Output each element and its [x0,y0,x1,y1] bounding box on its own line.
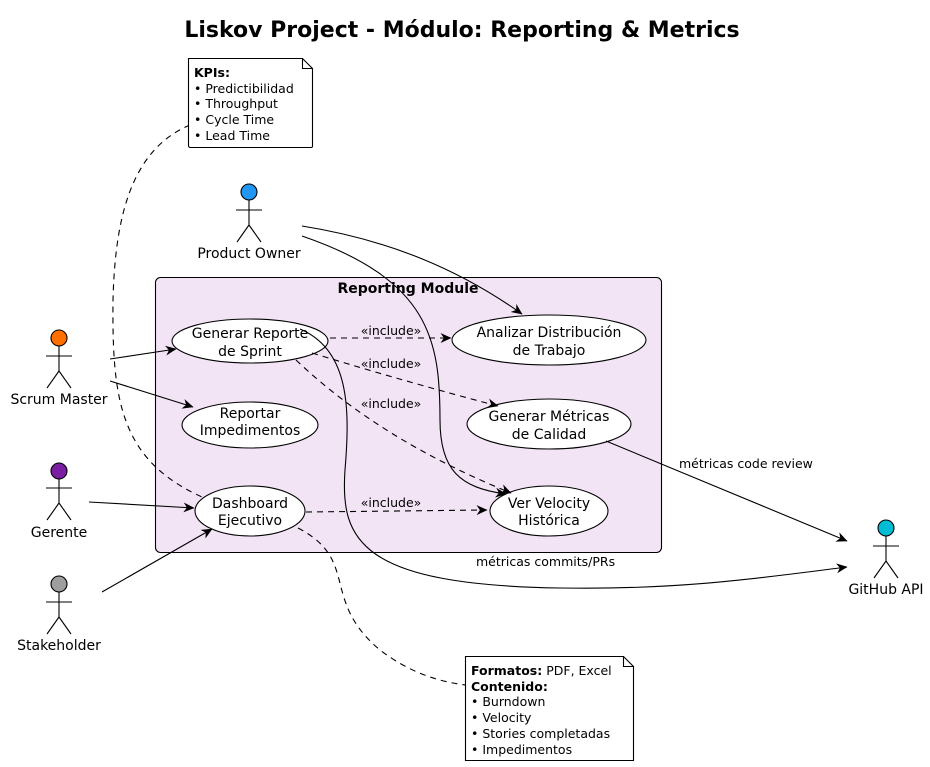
diagram-title: Liskov Project - Módulo: Reporting & Met… [184,18,739,43]
use-case-generar-metricas-de-calidad[interactable]: Generar Métricas de Calidad [466,398,632,450]
use-case-label-line1: Reportar [220,406,281,422]
actor-gerente[interactable]: Gerente [31,462,88,541]
actor-head [240,183,258,201]
sm-impedimentos-edge [109,380,194,409]
actor-label: Product Owner [197,246,301,262]
stakeholder-dashboard-edge [101,528,213,593]
content-item: • Stories completadas [471,726,610,741]
include-label: «include» [361,495,422,510]
kpis-note: KPIs: • Predictibilidad • Throughput • C… [187,57,314,149]
actor-label: Scrum Master [10,392,107,408]
commits-label: métricas commits/PRs [476,554,615,569]
actor-label: Gerente [31,525,88,541]
use-case-generar-reporte-de-sprint[interactable]: Generar Reporte de Sprint [171,318,329,364]
gerente-dashboard-edge [88,501,195,513]
include-label: «include» [361,356,422,371]
association-edges: métricas code review métricas commits/PR… [88,225,848,593]
include-metricas-edge [311,352,499,409]
code-review-label: métricas code review [679,456,813,471]
use-case-label-line2: Impedimentos [200,423,301,439]
actor-product-owner[interactable]: Product Owner [197,183,301,262]
actor-head [50,329,68,347]
use-case-label-line1: Analizar Distribución [477,325,622,341]
kpis-heading: KPIs: [194,65,230,80]
actor-github-api[interactable]: GitHub API [848,519,924,598]
kpi-item: • Throughput [194,96,278,111]
calidad-github-edge [605,440,848,542]
actor-stakeholder[interactable]: Stakeholder [17,575,101,654]
content-item: • Impedimentos [471,742,572,757]
formats-line: Formatos: PDF, Excel [471,663,612,678]
report-note-connector [297,527,467,686]
use-case-label-line2: Histórica [518,513,580,529]
note-connectors [112,124,467,686]
reporte-github-edge [299,328,848,589]
formats-label: Formatos: [471,663,542,678]
package-title: Reporting Module [337,281,478,297]
content-label: Contenido: [471,679,548,694]
actor-scrum-master[interactable]: Scrum Master [10,329,108,408]
use-case-label-line1: Generar Reporte [192,326,309,342]
use-case-ver-velocity-historica[interactable]: Ver Velocity Histórica [489,485,609,537]
content-item: • Velocity [471,710,532,725]
kpis-note-connector [112,124,203,498]
use-case-analizar-distribucion-de-trabajo[interactable]: Analizar Distribución de Trabajo [451,314,647,366]
use-case-label-line2: de Trabajo [513,343,586,359]
actor-head [877,519,895,537]
po-velocity-edge [301,235,507,498]
use-case-dashboard-ejecutivo[interactable]: Dashboard Ejecutivo [194,485,306,537]
use-case-label-line1: Generar Métricas [489,409,610,425]
kpi-item: • Cycle Time [194,112,274,127]
actor-label: Stakeholder [17,638,101,654]
actor-head [50,462,68,480]
include-edges: «include» «include» «include» «include» [295,323,512,516]
use-case-label-line2: de Calidad [512,427,586,443]
po-analizar-edge [301,225,523,315]
formats-value: PDF, Excel [542,663,611,678]
include-dashboard-velocity-edge [305,505,488,516]
actor-label: GitHub API [848,582,923,598]
sm-generar-reporte-edge [109,345,177,360]
report-content-note: Formatos: PDF, Excel Contenido: • Burndo… [464,655,635,762]
use-case-label-line1: Ver Velocity [508,496,590,512]
use-case-label-line2: Ejecutivo [218,513,282,529]
use-case-reportar-impedimentos[interactable]: Reportar Impedimentos [181,401,319,449]
content-item: • Burndown [471,694,545,709]
use-case-label-line2: de Sprint [218,344,282,360]
include-label: «include» [361,323,422,338]
use-case-label-line1: Dashboard [212,496,288,512]
kpi-item: • Predictibilidad [194,81,294,96]
actor-head [50,575,68,593]
include-label: «include» [361,396,422,411]
kpi-item: • Lead Time [194,128,270,143]
